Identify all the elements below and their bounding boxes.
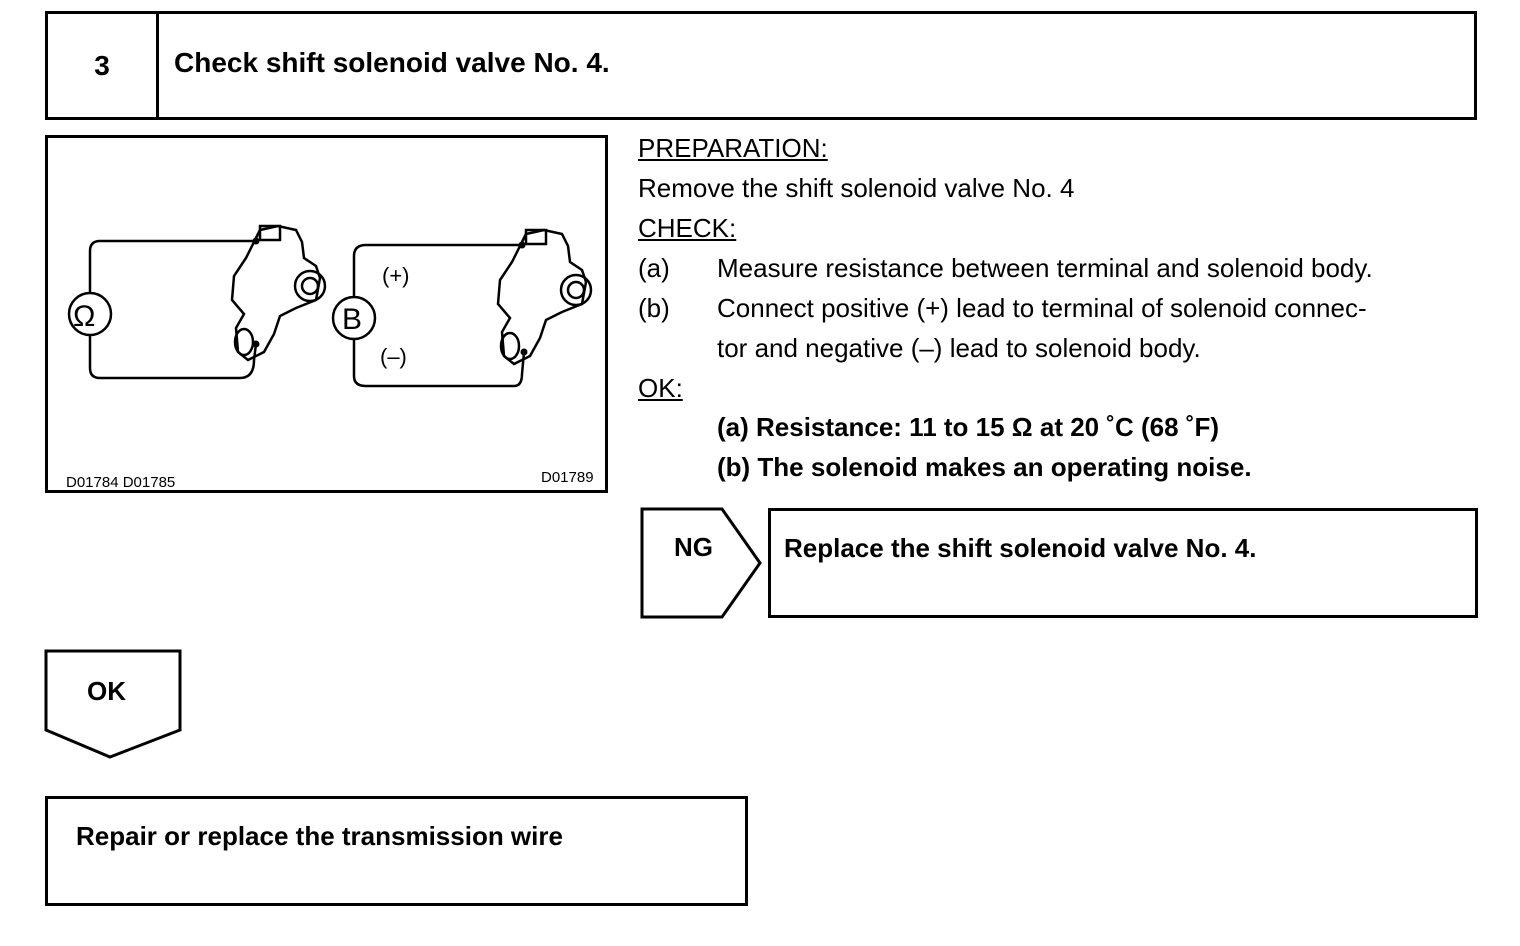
ok-tag-label: OK <box>87 676 126 706</box>
battery-lead-negative <box>352 340 526 388</box>
ok-heading: OK: <box>638 373 683 403</box>
meter-lead-bottom <box>88 336 258 380</box>
battery-lead-positive <box>352 243 522 298</box>
ok-result-text: Repair or replace the transmission wire <box>76 821 563 851</box>
meter-lead-top <box>88 239 256 293</box>
ok-tag-arrow <box>44 649 182 759</box>
ohmmeter-circle <box>67 291 113 337</box>
figure-code-left: D01784 D01785 <box>66 474 176 491</box>
solenoid-body-left <box>230 224 322 362</box>
figure-code-right: D01789 <box>541 469 594 486</box>
negative-label: (–) <box>380 344 407 369</box>
check-step-a-marker: (a) <box>638 253 670 283</box>
ng-result-box: Replace the shift solenoid valve No. 4. <box>768 508 1478 618</box>
battery-circle <box>331 295 377 341</box>
ok-spec-noise: (b) The solenoid makes an operating nois… <box>717 452 1252 482</box>
ng-tag-label: NG <box>674 532 713 562</box>
positive-label: (+) <box>382 263 410 288</box>
check-step-b-text-line1: Connect positive (+) lead to terminal of… <box>717 293 1367 323</box>
ok-result-box: Repair or replace the transmission wire <box>45 796 748 906</box>
ohmmeter-symbol: Ω <box>73 300 96 333</box>
solenoid-port-right <box>559 273 593 307</box>
solenoid-port-left <box>293 269 327 303</box>
terminal-right <box>524 228 548 246</box>
step-title: Check shift solenoid valve No. 4. <box>174 47 610 78</box>
battery-symbol: B <box>342 303 363 336</box>
preparation-text: Remove the shift solenoid valve No. 4 <box>638 173 1075 203</box>
solenoid-test-illustration: Ω B (+) (–) D01784 D01785 D01789 <box>45 135 608 493</box>
solenoid-body-right <box>496 228 588 366</box>
terminal-left <box>258 224 282 242</box>
step-number: 3 <box>48 14 159 117</box>
preparation-heading: PREPARATION: <box>638 133 828 163</box>
ng-tag-arrow <box>640 507 762 619</box>
check-step-b-marker: (b) <box>638 293 670 323</box>
check-step-a-text: Measure resistance between terminal and … <box>717 253 1373 283</box>
check-heading: CHECK: <box>638 213 737 243</box>
check-step-b-text-line2: tor and negative (–) lead to solenoid bo… <box>717 333 1201 363</box>
ok-spec-resistance: (a) Resistance: 11 to 15 Ω at 20 ˚C (68 … <box>717 412 1220 442</box>
step-header: 3 Check shift solenoid valve No. 4. <box>45 11 1477 120</box>
circuit-diagram <box>67 224 593 388</box>
ng-result-text: Replace the shift solenoid valve No. 4. <box>784 533 1257 563</box>
